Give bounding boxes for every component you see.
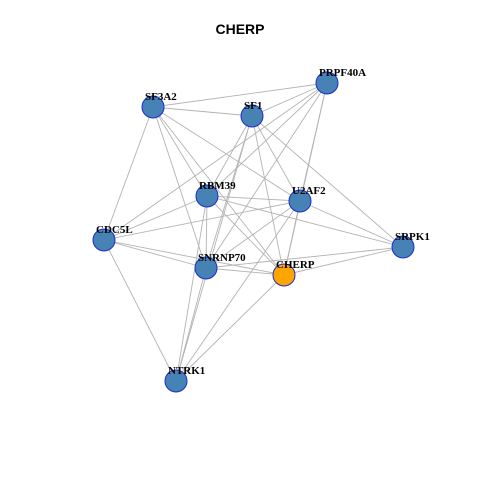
- edge-sf3a2-cdc5l: [103, 106, 154, 241]
- edge-sf1-srpk1: [251, 115, 404, 248]
- node-label-ntrk1: NTRK1: [168, 365, 205, 377]
- edge-sf3a2-cherp: [152, 106, 285, 276]
- edge-layer: [103, 82, 404, 382]
- edge-snrnp70-cherp: [205, 267, 285, 276]
- edge-cherp-srpk1: [283, 246, 404, 276]
- edge-sf1-ntrk1: [175, 115, 253, 382]
- node-label-sf3a2: SF3A2: [145, 91, 177, 103]
- edge-rbm39-ntrk1: [175, 195, 208, 382]
- edge-sf3a2-rbm39: [152, 106, 208, 197]
- edge-cdc5l-cherp: [103, 239, 285, 276]
- node-label-srpk1: SRPK1: [395, 231, 430, 243]
- edge-u2af2-cherp: [283, 200, 301, 276]
- edge-sf1-cherp: [251, 115, 285, 276]
- edge-u2af2-ntrk1: [175, 200, 301, 382]
- edge-snrnp70-srpk1: [205, 246, 404, 269]
- edge-rbm39-u2af2: [206, 195, 301, 202]
- edge-cdc5l-ntrk1: [103, 239, 177, 382]
- edge-prpf40a-rbm39: [206, 82, 328, 197]
- node-label-snrnp70: SNRNP70: [198, 252, 246, 264]
- node-label-sf1: SF1: [244, 100, 262, 112]
- edge-prpf40a-snrnp70: [205, 82, 328, 269]
- edge-sf1-prpf40a: [251, 82, 328, 117]
- node-label-cdc5l: CDC5L: [96, 224, 133, 236]
- node-srpk1: [391, 235, 415, 259]
- edge-rbm39-snrnp70: [205, 195, 208, 269]
- node-u2af2: [288, 189, 312, 213]
- chart-title: CHERP: [215, 21, 265, 37]
- node-label-cherp: CHERP: [276, 259, 315, 271]
- edge-sf1-rbm39: [206, 115, 253, 197]
- edge-rbm39-cdc5l: [103, 195, 208, 241]
- edge-sf3a2-sf1: [152, 106, 253, 117]
- edge-cherp-ntrk1: [175, 274, 285, 382]
- node-label-rbm39: RBM39: [199, 180, 236, 192]
- node-snrnp70: [194, 256, 218, 280]
- edge-sf3a2-snrnp70: [152, 106, 207, 269]
- edge-rbm39-cherp: [206, 195, 285, 276]
- node-layer: [92, 71, 415, 393]
- edge-sf3a2-prpf40a: [152, 82, 328, 108]
- edge-rbm39-srpk1: [206, 195, 404, 248]
- node-rbm39: [195, 184, 219, 208]
- node-cdc5l: [92, 228, 116, 252]
- node-cherp: [272, 263, 296, 287]
- edge-prpf40a-cdc5l: [103, 82, 328, 241]
- node-sf3a2: [141, 95, 165, 119]
- edge-snrnp70-ntrk1: [175, 267, 207, 382]
- node-sf1: [240, 104, 264, 128]
- node-prpf40a: [315, 71, 339, 95]
- node-label-u2af2: U2AF2: [292, 185, 326, 197]
- node-ntrk1: [164, 369, 188, 393]
- edge-cdc5l-snrnp70: [103, 239, 207, 269]
- node-label-prpf40a: PRPF40A: [319, 67, 366, 79]
- edge-u2af2-cdc5l: [103, 200, 301, 241]
- edge-u2af2-srpk1: [299, 200, 404, 248]
- edge-u2af2-snrnp70: [205, 200, 301, 269]
